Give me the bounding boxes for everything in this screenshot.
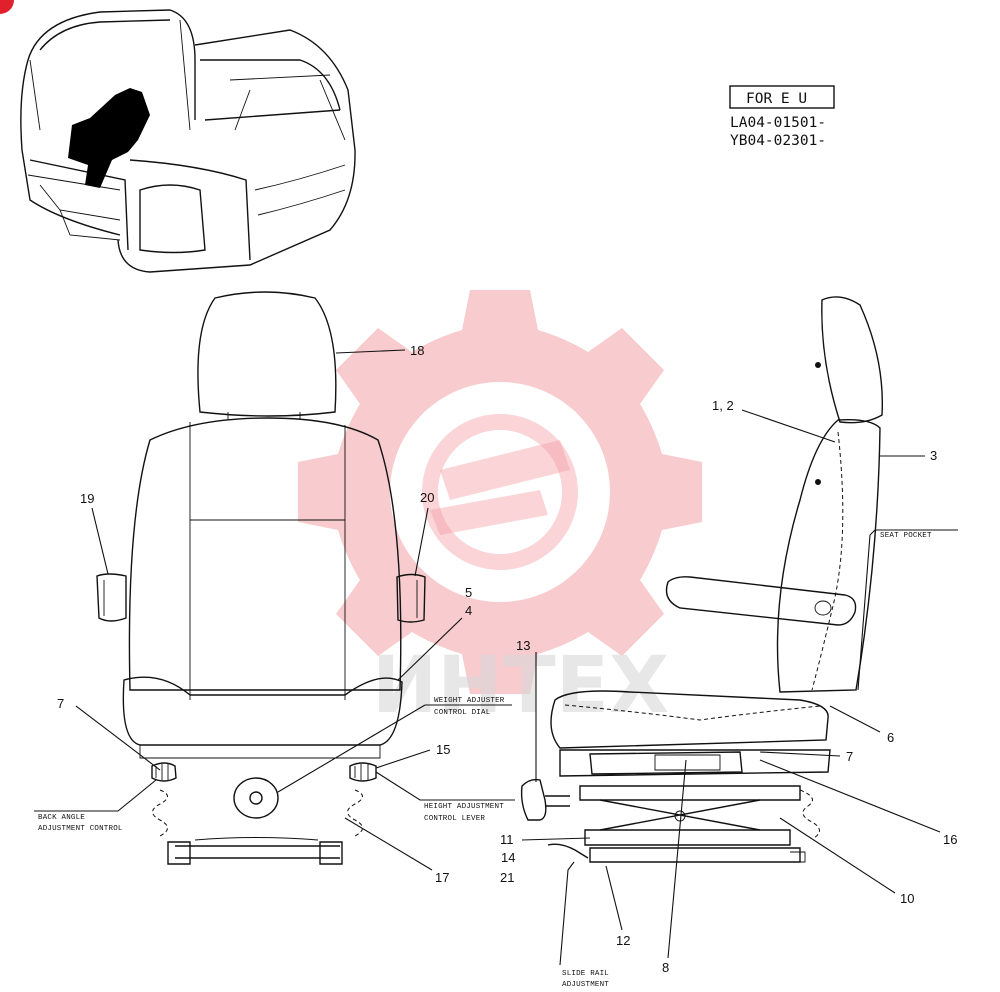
callout-14: 14 bbox=[501, 850, 515, 865]
seat-location-highlight bbox=[68, 88, 150, 188]
callout-7-side: 7 bbox=[846, 749, 853, 764]
weight-dial-label-2: CONTROL DIAL bbox=[434, 709, 491, 717]
serial-box: FOR E U LA04-01501- YB04-02301- bbox=[729, 85, 835, 149]
callout-4: 4 bbox=[465, 603, 472, 618]
callout-1-2: 1, 2 bbox=[712, 398, 734, 413]
cab-inset-illustration bbox=[20, 9, 356, 273]
callout-numbers: 18 1, 2 3 19 20 5 4 7 15 17 13 6 7 16 11… bbox=[57, 343, 957, 975]
callout-13: 13 bbox=[516, 638, 530, 653]
weight-adjuster-dial bbox=[233, 777, 279, 819]
callout-3: 3 bbox=[930, 448, 937, 463]
callout-11: 11 bbox=[500, 832, 514, 847]
seat-front-view bbox=[96, 291, 426, 865]
height-lever-label-2: CONTROL LEVER bbox=[424, 815, 485, 823]
callout-5: 5 bbox=[465, 585, 472, 600]
callout-8: 8 bbox=[662, 960, 669, 975]
callout-6: 6 bbox=[887, 730, 894, 745]
callout-16: 16 bbox=[943, 832, 957, 847]
slide-rail-label-1: SLIDE RAIL bbox=[562, 970, 609, 978]
corner-marker bbox=[0, 0, 14, 14]
callout-12: 12 bbox=[616, 933, 630, 948]
height-lever-label-1: HEIGHT ADJUSTMENT bbox=[424, 803, 504, 811]
back-angle-label-2: ADJUSTMENT CONTROL bbox=[38, 825, 123, 833]
seat-side-view bbox=[520, 296, 884, 863]
weight-dial-label-1: WEIGHT ADJUSTER bbox=[434, 697, 505, 705]
callout-10: 10 bbox=[900, 891, 914, 906]
serial-line-2: YB04-02301- bbox=[730, 133, 826, 149]
callout-17: 17 bbox=[435, 870, 449, 885]
serial-line-1: LA04-01501- bbox=[730, 115, 826, 131]
serial-box-label: FOR E U bbox=[746, 91, 807, 107]
callout-15: 15 bbox=[436, 742, 450, 757]
callout-19: 19 bbox=[80, 491, 94, 506]
seat-pocket-label: SEAT POCKET bbox=[880, 532, 932, 540]
watermark-text: ИНТЕХ bbox=[372, 641, 669, 731]
watermark-gear-logo: ИНТЕХ bbox=[298, 290, 702, 731]
callout-18: 18 bbox=[410, 343, 424, 358]
back-angle-label-1: BACK ANGLE bbox=[38, 814, 85, 822]
height-adjust-lever bbox=[349, 762, 377, 782]
slide-rail-label-2: ADJUSTMENT bbox=[562, 981, 609, 989]
back-angle-control bbox=[151, 762, 177, 782]
slide-handle bbox=[520, 778, 547, 821]
callout-7-front: 7 bbox=[57, 696, 64, 711]
leader-lines bbox=[34, 349, 958, 966]
left-side-knob bbox=[96, 573, 127, 622]
callout-20: 20 bbox=[420, 490, 434, 505]
callout-21: 21 bbox=[500, 870, 514, 885]
right-side-knob bbox=[396, 573, 426, 623]
caption-labels: SEAT POCKET WEIGHT ADJUSTER CONTROL DIAL… bbox=[38, 532, 932, 989]
